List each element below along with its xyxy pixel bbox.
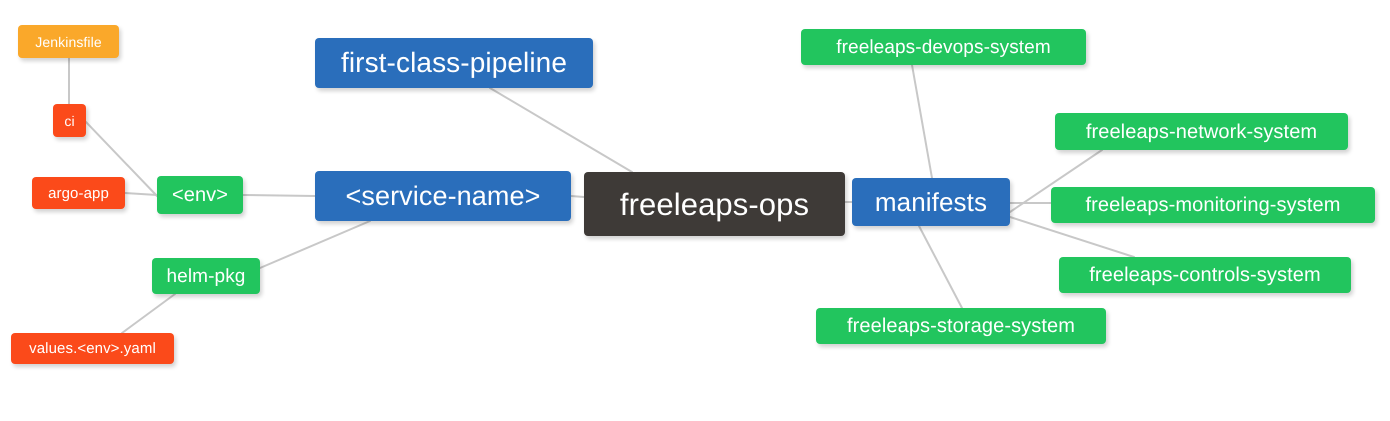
- node-first-class-pipeline[interactable]: first-class-pipeline: [315, 38, 593, 88]
- edge-service-name-to-freeleaps-ops: [570, 195, 585, 198]
- node-freeleaps-devops-system[interactable]: freeleaps-devops-system: [801, 29, 1086, 65]
- node-argo-app[interactable]: argo-app: [32, 177, 125, 209]
- node-ci[interactable]: ci: [53, 104, 86, 137]
- node-freeleaps-network-system[interactable]: freeleaps-network-system: [1055, 113, 1348, 150]
- edge-helm-pkg-to-values-env-yaml: [121, 293, 176, 334]
- node-values-env-yaml[interactable]: values.<env>.yaml: [11, 333, 174, 364]
- edge-first-class-pipeline-to-freeleaps-ops: [489, 87, 633, 173]
- node-manifests[interactable]: manifests: [852, 178, 1010, 226]
- edge-env-to-service-name: [242, 194, 316, 197]
- edge-manifests-to-freeleaps-storage-system: [918, 225, 963, 309]
- edge-manifests-to-freeleaps-controls-system: [1009, 216, 1135, 258]
- node-freeleaps-ops[interactable]: freeleaps-ops: [584, 172, 845, 236]
- node-helm-pkg[interactable]: helm-pkg: [152, 258, 260, 294]
- node-freeleaps-storage-system[interactable]: freeleaps-storage-system: [816, 308, 1106, 344]
- node-env[interactable]: <env>: [157, 176, 243, 214]
- node-freeleaps-monitoring-system[interactable]: freeleaps-monitoring-system: [1051, 187, 1375, 223]
- node-freeleaps-controls-system[interactable]: freeleaps-controls-system: [1059, 257, 1351, 293]
- node-jenkinsfile[interactable]: Jenkinsfile: [18, 25, 119, 58]
- edge-service-name-to-helm-pkg: [259, 220, 371, 269]
- edge-argo-app-to-env: [124, 192, 158, 196]
- node-service-name[interactable]: <service-name>: [315, 171, 571, 221]
- edge-freeleaps-devops-system-to-manifests: [911, 64, 933, 179]
